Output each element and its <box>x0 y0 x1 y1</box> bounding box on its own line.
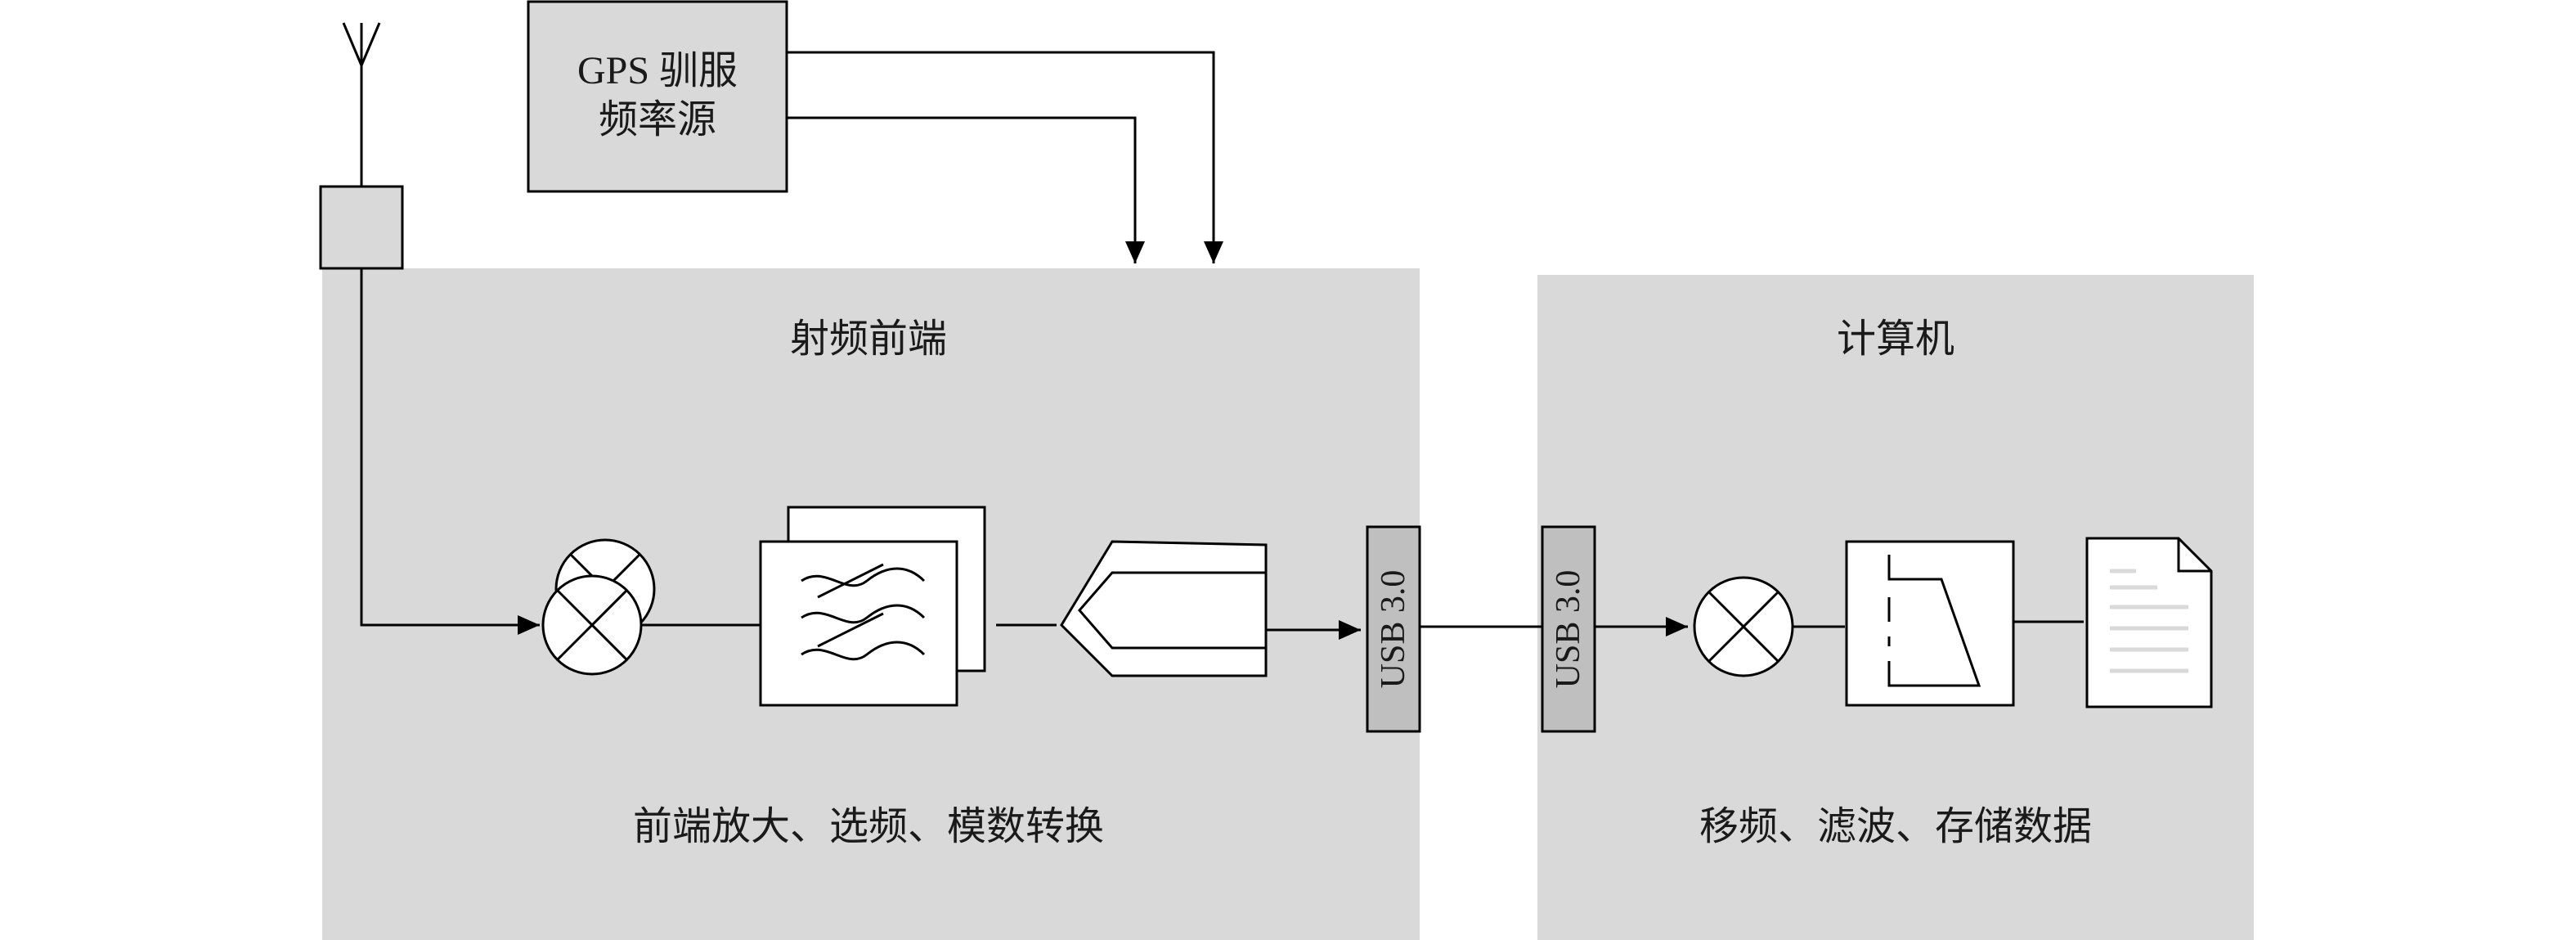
antenna-icon <box>342 22 381 187</box>
rf-usb-port <box>1366 525 1421 733</box>
computer-title: 计算机 <box>1837 317 1954 361</box>
gps-source-label-line2: 频率源 <box>599 98 716 142</box>
computer-usb-label: USB 3.0 <box>1550 570 1587 689</box>
gps-source-box <box>527 0 788 193</box>
computer-caption: 移频、滤波、存储数据 <box>1699 805 2092 848</box>
lowpass-filter-icon <box>1845 540 2015 707</box>
adc-icon <box>1060 540 1268 677</box>
gps-reference-line-2 <box>787 116 1145 263</box>
rf-frontend-title: 射频前端 <box>790 317 947 361</box>
rf-usb-label: USB 3.0 <box>1375 570 1412 689</box>
mixer-icon <box>1693 576 1794 677</box>
gps-source-label-line1: GPS 驯服 <box>577 49 738 92</box>
document-icon <box>2085 537 2213 708</box>
rf-frontend-caption: 前端放大、选频、模数转换 <box>633 805 1104 848</box>
antenna-feed-line <box>360 268 540 635</box>
mixer-icon <box>541 538 656 676</box>
bandpass-filter-icon <box>759 506 986 707</box>
computer-usb-port <box>1541 525 1596 733</box>
antenna-connector-box <box>319 185 404 270</box>
gps-reference-line-1 <box>787 51 1223 263</box>
